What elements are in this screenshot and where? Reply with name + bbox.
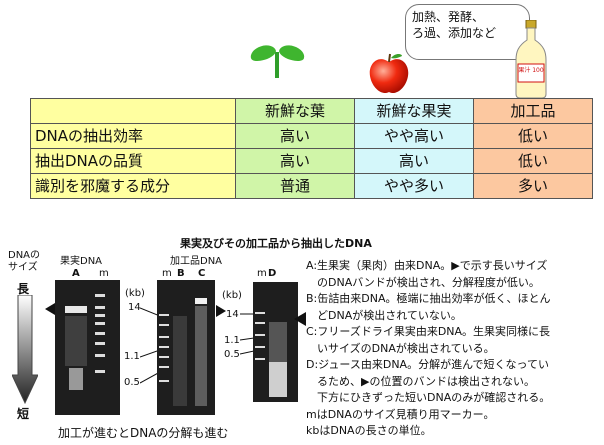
row-label: 識別を邪魔する成分 xyxy=(30,173,236,199)
speech-bubble: 加熱、発酵、 ろ過、添加など xyxy=(405,4,530,60)
arrow-marker-icon xyxy=(294,312,306,326)
arrow-marker-icon xyxy=(216,305,226,317)
table-cell: 多い xyxy=(473,173,593,199)
group-processed-label: 加工品DNA xyxy=(170,256,223,267)
marker-14: 14 xyxy=(226,309,239,320)
figure-title: 果実及びその加工品から抽出したDNA xyxy=(180,237,372,250)
legend-block: A:生果実（果肉）由来DNA。▶で示す長いサイズ のDNAバンドが検出され、分解… xyxy=(306,258,550,440)
lane-label-B: B xyxy=(177,268,185,279)
marker-leader-lines xyxy=(140,307,160,384)
table-row: 識別を邪魔する成分 普通 やや多い 多い xyxy=(30,173,593,199)
gel-panel-processed xyxy=(157,280,215,415)
marker-1.1: 1.1 xyxy=(224,335,240,346)
bottle-label: 果汁 100 xyxy=(518,66,544,74)
table-cell: やや多い xyxy=(354,173,474,199)
lane-label-C: C xyxy=(198,268,206,279)
legend-line: A:生果実（果肉）由来DNA。▶で示す長いサイズ xyxy=(306,259,548,272)
size-axis-line: DNAの xyxy=(8,250,41,261)
table-cell: 普通 xyxy=(235,173,355,199)
col-header-fruit: 新鮮な果実 xyxy=(354,98,474,124)
sprout-stem xyxy=(275,52,279,78)
row-label: 抽出DNAの品質 xyxy=(30,148,236,174)
table-cell: 低い xyxy=(473,148,593,174)
legend-line: mはDNAのサイズ見積り用マーカー。 xyxy=(306,407,495,421)
comparison-table: 新鮮な葉 新鮮な果実 加工品 DNAの抽出効率 高い やや高い 低い 抽出DNA… xyxy=(30,98,593,199)
arrow-marker-icon xyxy=(45,303,55,315)
table-row: 抽出DNAの品質 高い 高い 低い xyxy=(30,148,593,174)
legend-line: どDNAが検出されていない。 xyxy=(306,308,462,322)
table-header-row: 新鮮な葉 新鮮な果実 加工品 xyxy=(30,98,593,124)
bubble-line: ろ過、添加など xyxy=(412,26,497,40)
table-corner xyxy=(30,98,236,124)
table-row: DNAの抽出効率 高い やや高い 低い xyxy=(30,123,593,149)
lane-label-m: m xyxy=(257,268,267,279)
marker-1.1: 1.1 xyxy=(124,351,140,362)
size-gradient-arrow xyxy=(12,295,38,405)
legend-line: るため、▶の位置のバンドは検出されない。 xyxy=(306,374,536,388)
bottom-caption: 加工が進むとDNAの分解も進む xyxy=(58,426,229,440)
table-cell: やや高い xyxy=(354,123,474,149)
size-axis-label: DNAの サイズ xyxy=(8,250,40,274)
table-cell: 高い xyxy=(354,148,474,174)
legend-line: 下方にひきずった短いDNAのみが確認される。 xyxy=(306,391,551,404)
bubble-line: 加熱、発酵、 xyxy=(412,10,485,24)
marker-0.5: 0.5 xyxy=(224,349,240,360)
apple-icon xyxy=(369,53,409,94)
marker-0.5: 0.5 xyxy=(124,377,140,388)
group-fruit-label: 果実DNA xyxy=(60,256,103,267)
table-cell: 低い xyxy=(473,123,593,149)
sprout-leaf-icon xyxy=(248,42,278,64)
col-header-leaf: 新鮮な葉 xyxy=(235,98,355,124)
lane-label-m: m xyxy=(162,268,172,279)
lane-label-D: D xyxy=(268,268,277,279)
row-label: DNAの抽出効率 xyxy=(30,123,236,149)
kb-label: (kb) xyxy=(125,288,145,299)
short-label: 短 xyxy=(17,407,30,421)
legend-line: のDNAバンドが検出され、分解程度が低い。 xyxy=(306,275,540,289)
gel-panel-fruit xyxy=(55,280,120,415)
sprout-leaf-icon xyxy=(277,42,307,64)
kb-label: (kb) xyxy=(222,290,242,301)
lane-label-A: A xyxy=(72,268,80,279)
legend-line: いサイズのDNAが検出されている。 xyxy=(306,341,495,355)
col-header-processed: 加工品 xyxy=(473,98,593,124)
gel-panel-juice xyxy=(253,282,298,402)
marker-leader-lines xyxy=(240,313,254,355)
legend-line: B:缶詰由来DNA。極端に抽出効率が低く、ほとん xyxy=(306,292,551,305)
table-cell: 高い xyxy=(235,148,355,174)
size-axis-line: サイズ xyxy=(8,262,38,273)
table-cell: 高い xyxy=(235,123,355,149)
legend-line: D:ジュース由来DNA。分解が進んで短くなってい xyxy=(306,358,549,371)
marker-14: 14 xyxy=(128,302,141,313)
long-label: 長 xyxy=(17,282,30,296)
lane-label-m: m xyxy=(99,268,109,279)
juice-bottle-icon: 果汁 100 xyxy=(515,20,547,98)
legend-line: kbはDNAの長さの単位。 xyxy=(306,424,432,437)
legend-line: C:フリーズドライ果実由来DNA。生果実同様に長 xyxy=(306,325,551,338)
